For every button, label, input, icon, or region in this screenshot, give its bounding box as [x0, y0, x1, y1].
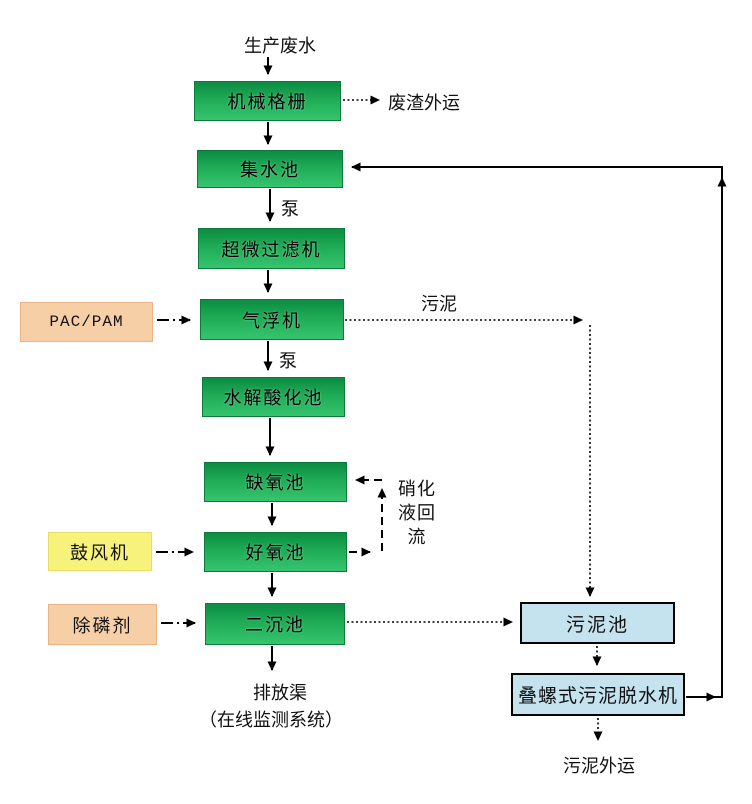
node-screw-dewatering: 叠螺式污泥脱水机 — [511, 673, 685, 716]
reflux-line-2: 液回 — [398, 503, 436, 524]
node-hydrolysis-acidification: 水解酸化池 — [202, 377, 345, 417]
label-pump-2: 泵 — [279, 351, 297, 372]
line-return-to-collect — [351, 162, 723, 698]
node-anoxic-tank: 缺氧池 — [204, 462, 347, 502]
label-waste-residue-out: 废渣外运 — [388, 93, 460, 114]
reflux-line-1: 硝化 — [398, 479, 436, 500]
node-pac-pam: PAC/PAM — [20, 302, 153, 342]
label-online-monitoring: （在线监测系统） — [199, 710, 343, 731]
node-blower: 鼓风机 — [48, 532, 152, 571]
node-sludge-tank: 污泥池 — [520, 602, 675, 644]
reflux-line-3: 流 — [407, 527, 427, 548]
node-collecting-tank: 集水池 — [197, 150, 343, 188]
node-air-flotation: 气浮机 — [200, 299, 344, 340]
label-discharge-channel: 排放渠 — [253, 683, 307, 704]
label-influent: 生产废水 — [244, 36, 316, 57]
node-aerobic-tank: 好氧池 — [204, 532, 347, 572]
label-nitrification-reflux: 硝化 液回 流 — [392, 478, 442, 550]
label-sludge: 污泥 — [421, 294, 457, 315]
node-secondary-clarifier: 二沉池 — [205, 603, 345, 645]
label-sludge-out: 污泥外运 — [563, 756, 635, 777]
node-ultrafine-filter: 超微过滤机 — [198, 228, 345, 269]
node-mechanical-screen: 机械格栅 — [194, 81, 341, 121]
node-phosphorus-removal: 除磷剂 — [48, 604, 157, 645]
label-pump-1: 泵 — [281, 199, 299, 220]
